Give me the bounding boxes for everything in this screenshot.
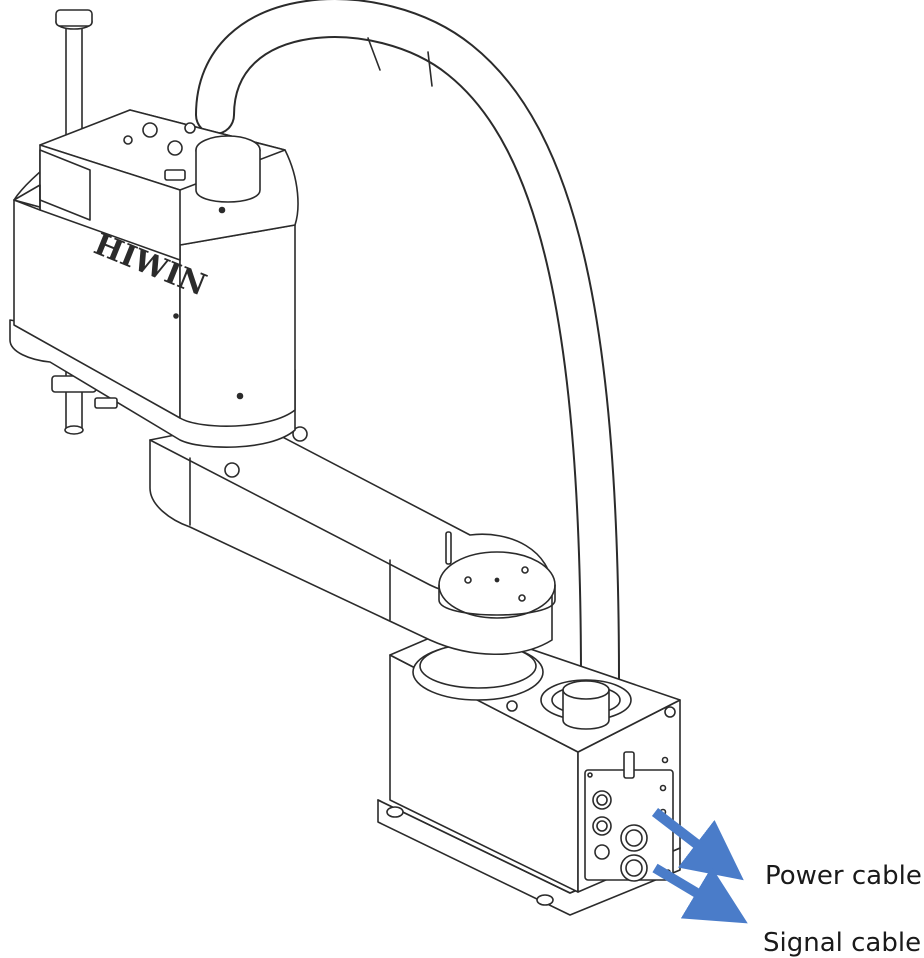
power-cable-arrow: [651, 808, 744, 881]
robot-arm-link: [149, 419, 556, 656]
cable-arch: [195, 0, 620, 700]
signal-cable-label: Signal cable: [763, 928, 922, 958]
joint-ring: [412, 643, 544, 701]
robot-base: [377, 624, 681, 916]
signal-cable-arrow: [652, 863, 748, 924]
robot-head-housing: [9, 109, 299, 448]
power-cable-label: Power cable: [765, 861, 922, 891]
